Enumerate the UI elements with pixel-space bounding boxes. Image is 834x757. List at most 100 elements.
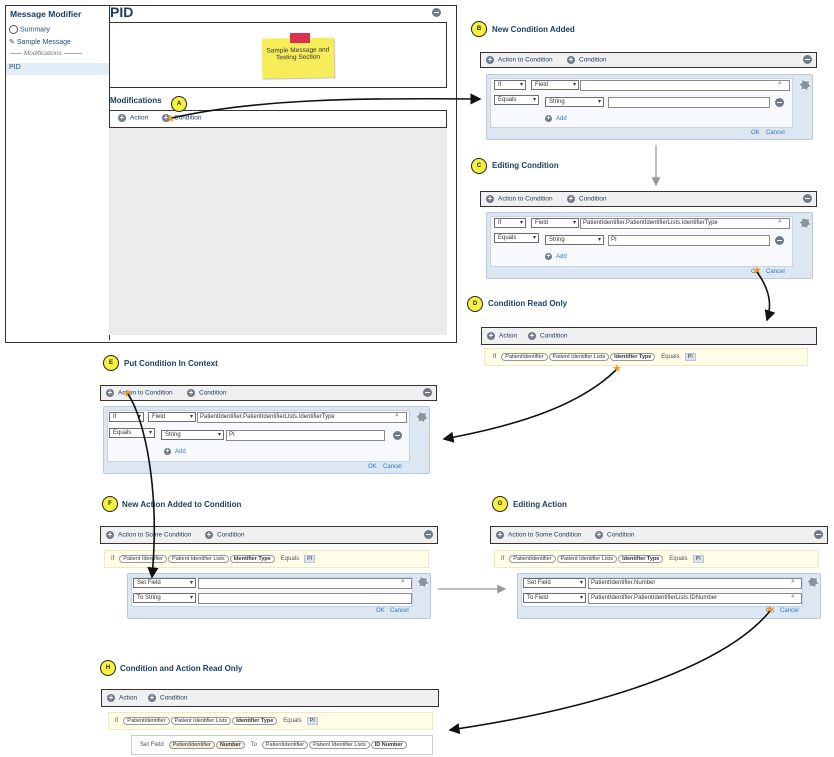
cancel-button[interactable]: Cancel xyxy=(780,608,799,614)
path-pill: Identifier Type xyxy=(618,555,664,563)
type-select[interactable]: String xyxy=(161,430,224,440)
add-action-to-condition-button[interactable]: +Action to Condition xyxy=(486,195,553,203)
add-button[interactable]: +Add xyxy=(545,253,567,260)
gear-icon[interactable] xyxy=(417,412,427,422)
remove-icon[interactable] xyxy=(393,431,402,440)
step-h-marker: H xyxy=(100,660,116,676)
collapse-icon[interactable] xyxy=(424,530,433,539)
equals-keyword: Equals xyxy=(661,354,680,360)
field-select[interactable]: Field xyxy=(531,218,579,228)
ok-button[interactable]: OK xyxy=(376,608,385,614)
cancel-button[interactable]: Cancel xyxy=(766,269,785,275)
plus-icon: + xyxy=(118,113,126,122)
gear-icon[interactable] xyxy=(800,218,810,228)
cancel-button[interactable]: Cancel xyxy=(390,608,409,614)
field-input[interactable] xyxy=(580,80,790,91)
collapse-icon[interactable] xyxy=(814,530,823,539)
search-icon[interactable]: ⌕ xyxy=(401,578,405,585)
value-input[interactable]: PI xyxy=(226,430,385,441)
add-action-button[interactable]: +Action xyxy=(107,694,137,702)
collapse-icon[interactable] xyxy=(423,388,432,397)
collapse-icon[interactable] xyxy=(432,8,441,17)
sidebar-item-pid[interactable]: PID xyxy=(9,64,21,71)
field-input[interactable]: PatientIdentifier.PatientIdentifierLists… xyxy=(197,412,407,423)
step-d-marker: D xyxy=(467,296,483,312)
add-action-to-condition-button[interactable]: +Action to Condition xyxy=(486,56,553,64)
ok-button[interactable]: OK xyxy=(766,608,775,614)
field-select[interactable]: Field xyxy=(531,80,579,90)
operator-select[interactable]: Equals xyxy=(494,233,539,243)
source-type-select[interactable]: To String xyxy=(133,593,196,603)
cancel-button[interactable]: Cancel xyxy=(383,464,402,470)
add-button[interactable]: +Add xyxy=(545,115,567,122)
add-button[interactable]: +Add xyxy=(164,448,186,455)
action-type-select[interactable]: Set Field xyxy=(133,578,196,588)
sidebar-item-summary[interactable]: Summary xyxy=(9,25,50,34)
add-condition-button[interactable]: +Condition xyxy=(148,694,187,702)
value-tag: PI xyxy=(692,555,704,563)
plus-icon: + xyxy=(528,331,536,340)
if-select[interactable]: If xyxy=(494,80,526,90)
source-type-select[interactable]: To Field xyxy=(523,593,586,603)
gear-icon[interactable] xyxy=(418,577,428,587)
search-icon[interactable]: ⌕ xyxy=(778,218,782,225)
source-value-input[interactable] xyxy=(198,593,412,604)
add-condition-button[interactable]: +Condition xyxy=(205,531,244,539)
edit-icon: ✎ xyxy=(9,39,15,46)
remove-icon[interactable] xyxy=(775,236,784,245)
remove-icon[interactable] xyxy=(775,98,784,107)
cancel-button[interactable]: Cancel xyxy=(766,130,785,136)
operator-select[interactable]: Equals xyxy=(109,428,155,438)
ok-button[interactable]: OK xyxy=(751,269,760,275)
if-select[interactable]: If xyxy=(494,218,526,228)
value-input[interactable]: PI xyxy=(608,235,770,246)
step-a-marker: A xyxy=(171,96,187,112)
target-field-input[interactable] xyxy=(198,578,412,589)
add-condition-button[interactable]: +Condition xyxy=(187,389,226,397)
value-input[interactable] xyxy=(608,97,770,108)
field-select[interactable]: Field xyxy=(148,412,196,422)
add-action-button[interactable]: +Action xyxy=(487,332,517,340)
ok-button[interactable]: OK xyxy=(751,130,760,136)
add-condition-button[interactable]: +Condition xyxy=(595,531,634,539)
button-label: Condition xyxy=(199,389,227,397)
add-action-to-condition-button[interactable]: +Action to Condition xyxy=(106,389,173,397)
gear-icon[interactable] xyxy=(808,577,818,587)
sidebar-item-label: Sample Message xyxy=(16,39,71,46)
equals-keyword: Equals xyxy=(669,556,688,562)
step-g-title: Editing Action xyxy=(513,500,567,509)
path-pill: Patient Identifier xyxy=(119,555,168,563)
search-icon[interactable]: ⌕ xyxy=(778,80,782,87)
collapse-icon[interactable] xyxy=(803,194,812,203)
ok-button[interactable]: OK xyxy=(368,464,377,470)
add-action-button[interactable]: +Action xyxy=(118,114,148,122)
add-condition-button[interactable]: +Condition xyxy=(162,114,201,122)
action-type-select[interactable]: Set Field xyxy=(523,578,586,588)
field-input[interactable]: PatientIdentifier.PatientIdentifierLists… xyxy=(580,218,790,229)
type-select[interactable]: String xyxy=(545,235,604,245)
add-condition-button[interactable]: +Condition xyxy=(528,332,567,340)
sidebar-item-selected-bg xyxy=(6,63,109,75)
path-pill: Patient Identifier Lists xyxy=(168,555,229,563)
source-field-input[interactable]: PatientIdentifier.PatientIdentifierLists… xyxy=(588,593,802,604)
step-g-marker: G xyxy=(492,496,508,512)
step-c-marker: C xyxy=(471,158,487,174)
search-icon[interactable]: ⌕ xyxy=(791,593,795,600)
add-condition-button[interactable]: +Condition xyxy=(567,56,606,64)
sidebar-item-sample-message[interactable]: ✎ Sample Message xyxy=(9,38,71,46)
gear-icon[interactable] xyxy=(800,80,810,90)
add-action-to-some-condition-button[interactable]: +Action to Some Condition xyxy=(496,531,581,539)
operator-select[interactable]: Equals xyxy=(494,95,539,105)
add-condition-button[interactable]: +Condition xyxy=(567,195,606,203)
type-select[interactable]: String xyxy=(545,97,604,107)
search-icon[interactable]: ⌕ xyxy=(791,578,795,585)
search-icon[interactable]: ⌕ xyxy=(395,412,399,419)
target-field-input[interactable]: PatientIdentifier.Number xyxy=(588,578,802,589)
collapse-icon[interactable] xyxy=(803,55,812,64)
